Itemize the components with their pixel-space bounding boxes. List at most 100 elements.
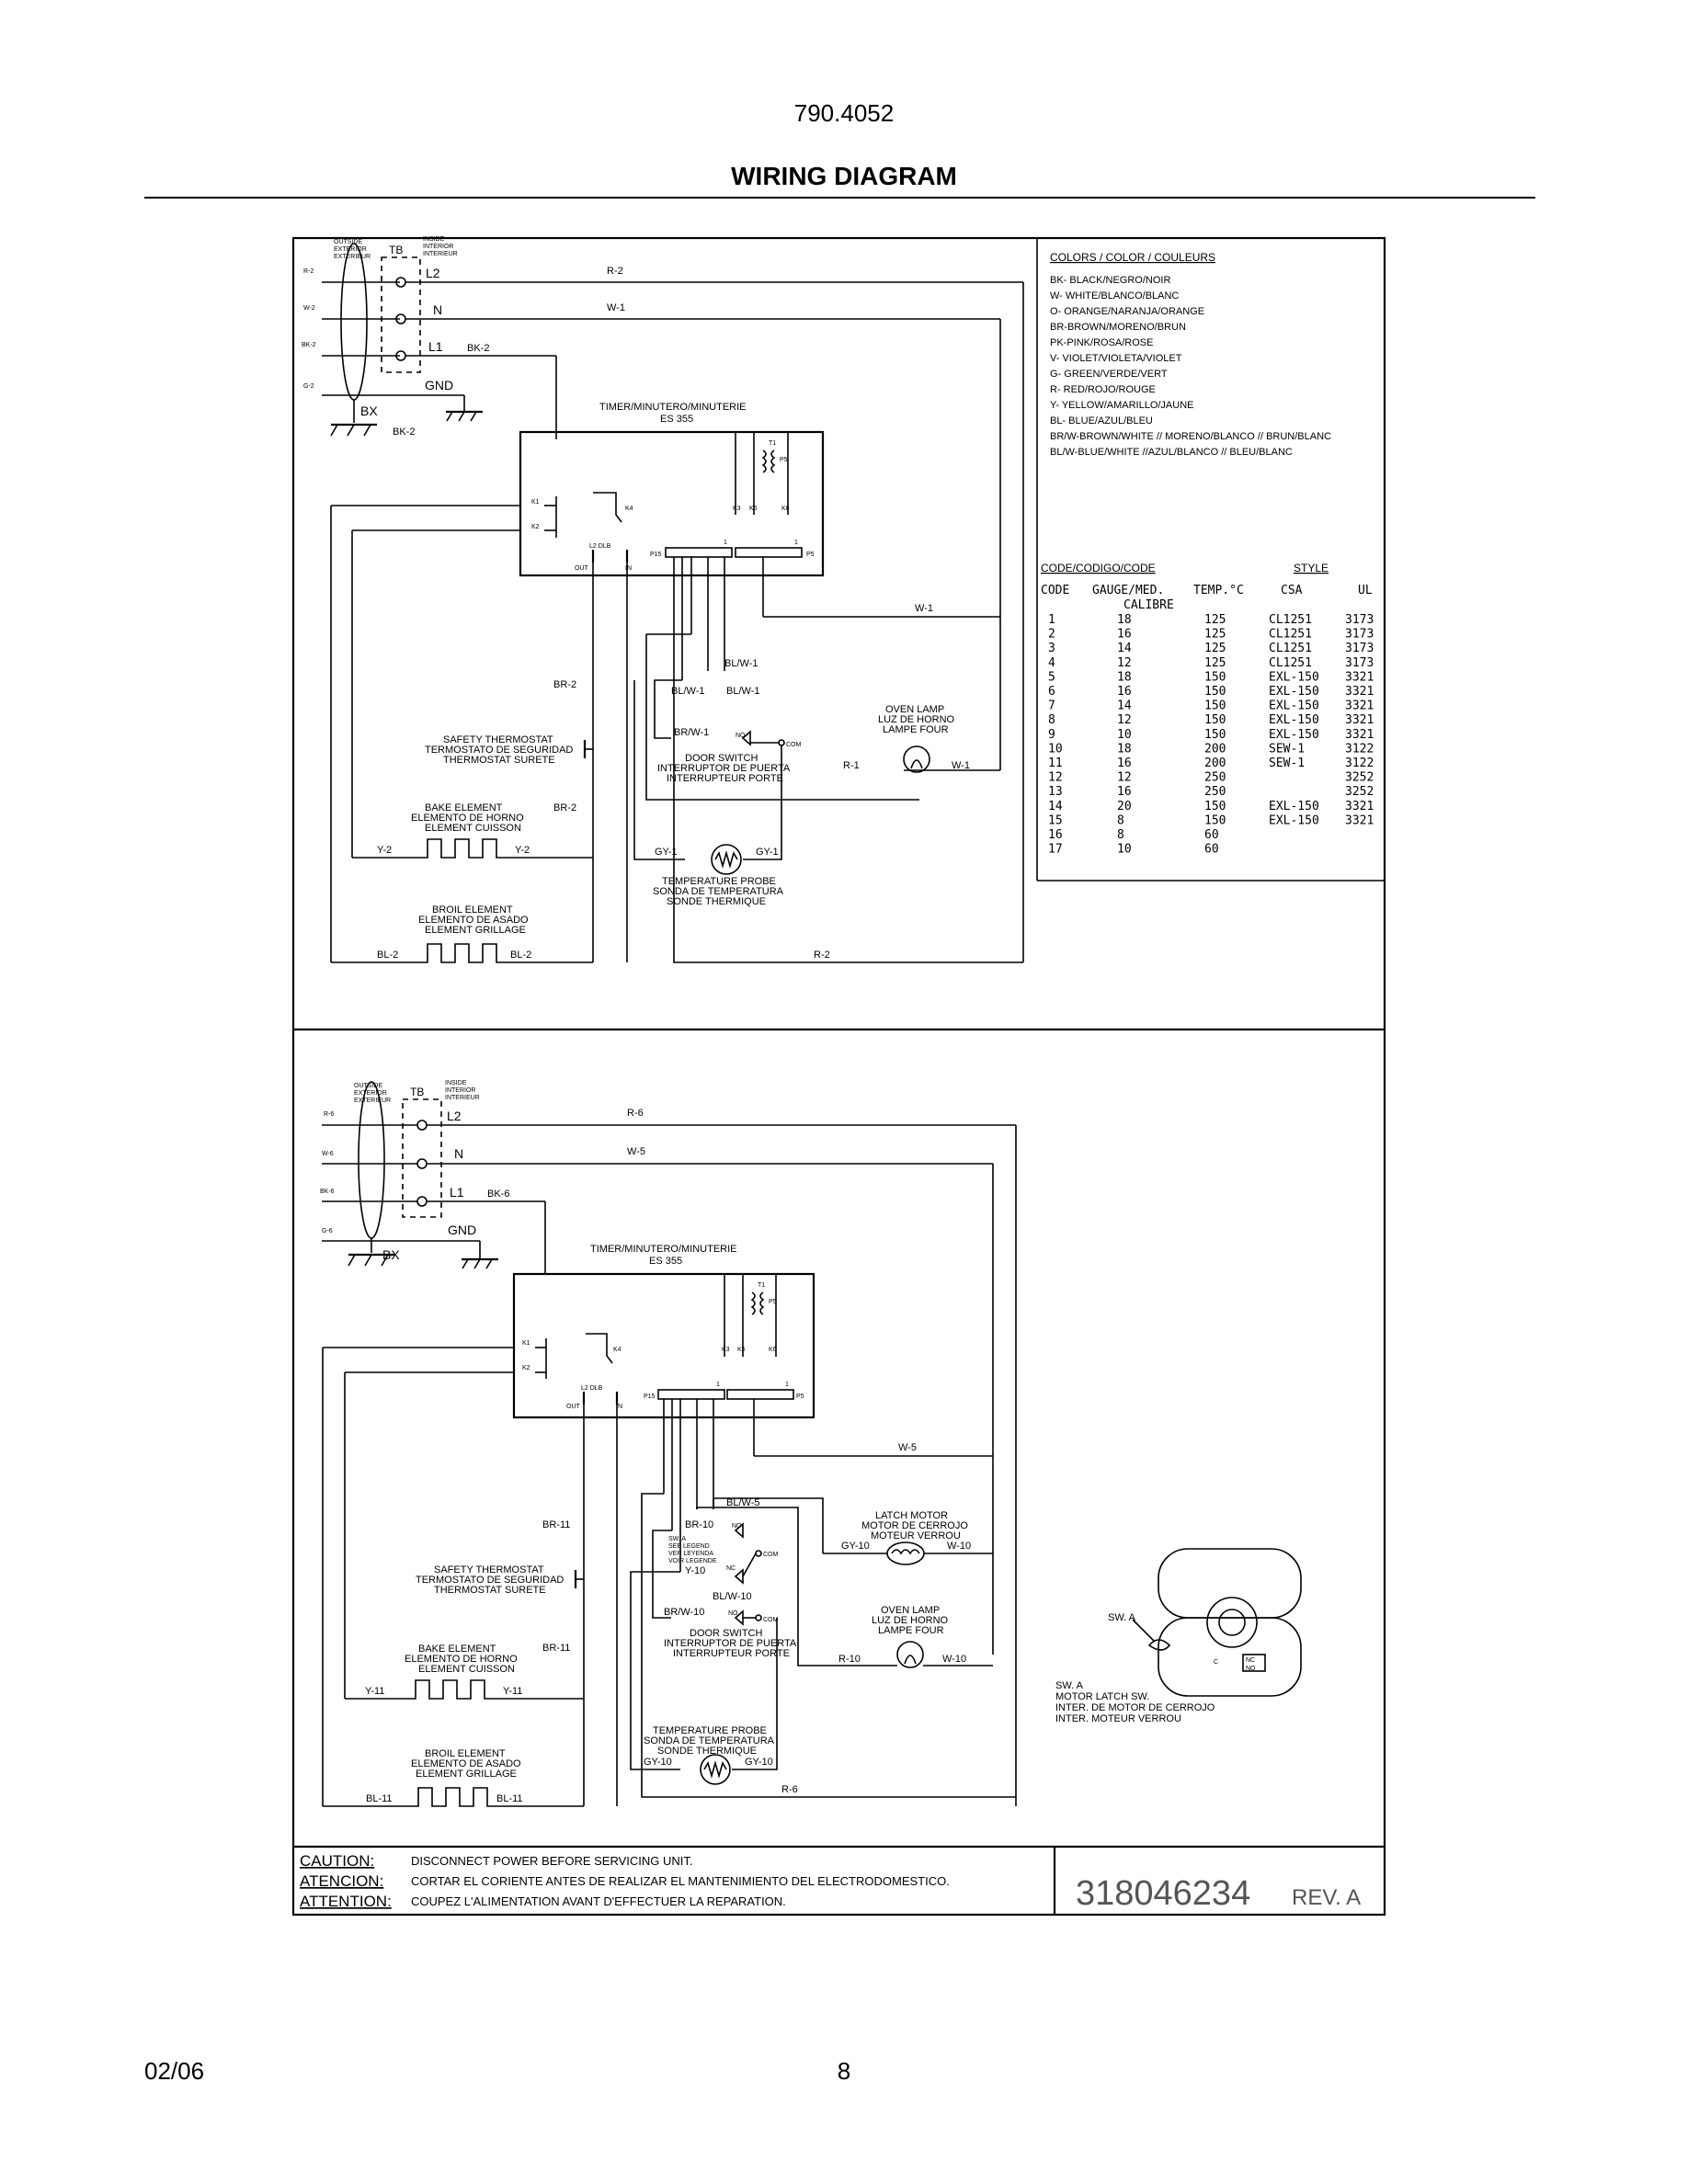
code-table-cell: 3321 bbox=[1345, 800, 1374, 813]
tb-outside: OUTSIDE bbox=[354, 1083, 382, 1089]
terminal-n: N bbox=[454, 1146, 463, 1161]
terminal-block bbox=[402, 1098, 442, 1218]
caution-label: CAUTION: bbox=[300, 1852, 374, 1870]
color-item: BK- BLACK/NEGRO/NOIR bbox=[1050, 275, 1170, 286]
tb-outside: OUTSIDE bbox=[334, 239, 362, 245]
wire-label: BK-2 bbox=[393, 427, 415, 438]
code-table-cell: 16 bbox=[1117, 756, 1132, 770]
component-label: SONDE THERMIQUE bbox=[667, 896, 766, 907]
wire-label: BL-2 bbox=[510, 950, 531, 961]
code-table-cell: 250 bbox=[1204, 771, 1226, 785]
caution-label: ATTENTION: bbox=[300, 1893, 392, 1910]
code-table-cell: 3321 bbox=[1345, 670, 1374, 684]
wire-label: GY-10 bbox=[745, 1757, 773, 1768]
wire-label: BL/W-5 bbox=[726, 1497, 759, 1508]
left-code: G-6 bbox=[322, 1228, 333, 1234]
wire-label: W-1 bbox=[607, 302, 625, 313]
code-column-calibre: CALIBRE bbox=[1123, 598, 1174, 612]
timer-in: IN bbox=[616, 1404, 622, 1410]
terminal-l1: L1 bbox=[450, 1185, 464, 1200]
code-table-cell: 16 bbox=[1117, 785, 1132, 799]
connector-p5: P5 bbox=[796, 1393, 804, 1400]
swa-legend-line: MOTOR LATCH SW. bbox=[1055, 1691, 1149, 1702]
left-code: R-6 bbox=[324, 1111, 334, 1118]
relay-k3: K3 bbox=[722, 1347, 730, 1353]
wire-label: R-6 bbox=[781, 1784, 798, 1795]
code-table-cell: 4 bbox=[1048, 656, 1055, 670]
left-code: G-2 bbox=[303, 383, 314, 390]
code-table-cell: 1 bbox=[1048, 613, 1055, 627]
swa-legend-line: SW. A bbox=[1055, 1680, 1084, 1691]
code-table-cell: 3 bbox=[1048, 642, 1055, 655]
code-table-cell: 250 bbox=[1204, 785, 1226, 799]
timer-out: OUT bbox=[566, 1404, 581, 1410]
component-label: OVEN LAMP bbox=[881, 1605, 940, 1616]
component-label: LAMPE FOUR bbox=[883, 724, 949, 735]
wire-label: Y-11 bbox=[503, 1686, 522, 1697]
oven-lamp-icon bbox=[903, 745, 930, 773]
terminal-l2: L2 bbox=[447, 1109, 462, 1123]
color-item: W- WHITE/BLANCO/BLANC bbox=[1050, 290, 1179, 301]
wire-label: BR-11 bbox=[542, 1643, 570, 1654]
code-column-header: UL bbox=[1358, 584, 1373, 597]
code-table-cell: 150 bbox=[1204, 728, 1226, 742]
colors-legend-title: COLORS / COLOR / COULEURS bbox=[1050, 251, 1215, 264]
component-label: SONDE THERMIQUE bbox=[657, 1746, 757, 1757]
temperature-probe-icon bbox=[711, 844, 742, 875]
code-table-cell: 8 bbox=[1117, 828, 1124, 842]
timer-model: ES 355 bbox=[649, 1256, 682, 1267]
swa-legend-line: INTER. MOTEUR VERROU bbox=[1055, 1713, 1181, 1724]
wire-label: BL/W-1 bbox=[726, 686, 759, 697]
latch-motor-icon bbox=[886, 1541, 925, 1565]
component-label: ELEMENT GRILLAGE bbox=[425, 925, 526, 936]
wire-label: Y-10 bbox=[685, 1565, 705, 1576]
code-table-cell: 7 bbox=[1048, 700, 1055, 713]
code-table-cell: 18 bbox=[1117, 613, 1132, 627]
code-table-cell: 9 bbox=[1048, 728, 1055, 742]
component-label: ELEMENT GRILLAGE bbox=[416, 1769, 517, 1780]
code-table-cell: 10 bbox=[1048, 742, 1063, 756]
code-column-header: TEMP.°C bbox=[1193, 584, 1244, 597]
wire-label: BR-2 bbox=[553, 679, 576, 690]
timer-l2dlb: L2 DLB bbox=[589, 543, 611, 550]
transformer-t1: T1 bbox=[758, 1282, 765, 1289]
component-label: TERMOSTATO DE SEGURIDAD bbox=[425, 745, 573, 756]
left-code: BK-2 bbox=[302, 342, 316, 348]
switch-nc: NC bbox=[726, 1565, 736, 1572]
code-table-cell: SEW-1 bbox=[1269, 756, 1305, 770]
wire-label: BK-6 bbox=[487, 1189, 509, 1200]
code-table-style: STYLE bbox=[1294, 562, 1329, 574]
diagram-frame bbox=[291, 236, 1386, 1917]
page-number: 8 bbox=[837, 2057, 851, 2085]
color-item: G- GREEN/VERDE/VERT bbox=[1050, 369, 1168, 380]
timer-box bbox=[519, 430, 825, 577]
code-table-cell: 10 bbox=[1117, 843, 1132, 857]
code-table-cell: 13 bbox=[1048, 785, 1063, 799]
caution-text: CORTAR EL CORIENTE ANTES DE REALIZAR EL … bbox=[411, 1874, 950, 1888]
switch-com: COM bbox=[763, 1552, 779, 1558]
code-table-cell: 3252 bbox=[1345, 785, 1374, 799]
terminal-l2: L2 bbox=[426, 266, 440, 280]
swa-legend: SW. A bbox=[668, 1536, 686, 1542]
wire-label: W-10 bbox=[947, 1541, 971, 1552]
swa-terminal-nc: NC bbox=[1246, 1657, 1255, 1664]
colors-legend: COLORS / COLOR / COULEURS BK- BLACK/NEGR… bbox=[1050, 251, 1331, 458]
component-label: OVEN LAMP bbox=[885, 704, 944, 715]
component-label: INTERRUPTOR DE PUERTA bbox=[657, 763, 791, 774]
wire-label: Y-11 bbox=[365, 1686, 384, 1697]
code-column-header: GAUGE/MED. bbox=[1092, 584, 1164, 597]
code-table-cell: 14 bbox=[1048, 800, 1063, 813]
code-table-cell: 3321 bbox=[1345, 728, 1374, 742]
component-label: ELEMENTO DE ASADO bbox=[411, 1758, 521, 1769]
component-label: LUZ DE HORNO bbox=[878, 714, 955, 725]
cable-bx-label: BX bbox=[382, 1247, 400, 1262]
component-label: SONDA DE TEMPERATURA bbox=[653, 886, 784, 897]
wire-label: BL-11 bbox=[496, 1793, 523, 1804]
swa-terminal-c: C bbox=[1214, 1659, 1218, 1666]
code-table-cell: 150 bbox=[1204, 670, 1226, 684]
diagram-2: R-6 W-6 BK-6 G-6 OUTSIDE EXTERIOR EXTERI… bbox=[320, 1080, 1302, 1807]
cable-bx-label: BX bbox=[360, 404, 378, 418]
code-table-cell: 3173 bbox=[1345, 628, 1374, 642]
switch-com: COM bbox=[786, 742, 802, 748]
transformer-p5: P5 bbox=[780, 457, 788, 463]
